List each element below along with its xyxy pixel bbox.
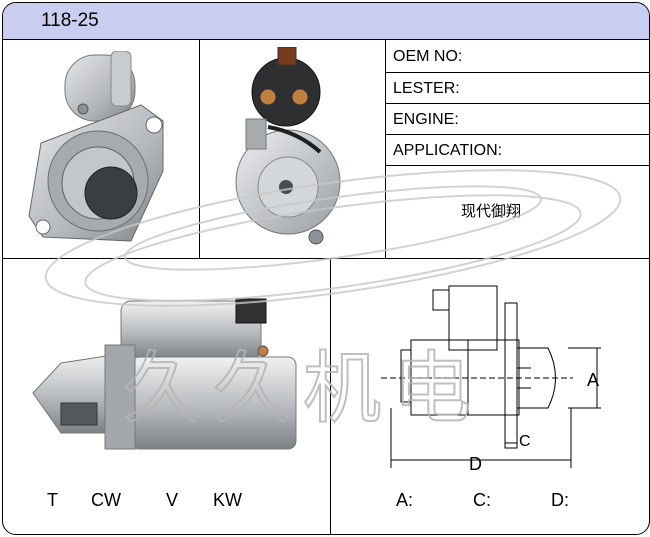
oem-label: OEM NO: — [393, 48, 463, 65]
divider — [330, 258, 331, 534]
header-bar: 118-25 — [3, 3, 649, 40]
spec-c: C: — [473, 490, 491, 510]
application-value: 现代御翔 — [461, 202, 522, 220]
lester-label: LESTER: — [393, 80, 460, 97]
dimension-drawing: A C D — [381, 285, 601, 473]
spec-d: D: — [551, 490, 569, 510]
divider — [385, 165, 649, 166]
part-code: 118-25 — [41, 10, 99, 31]
divider — [385, 103, 649, 104]
divider — [385, 134, 649, 135]
dim-a-label: A — [587, 370, 599, 390]
engine-label: ENGINE: — [393, 111, 459, 128]
spec-kw: KW — [213, 490, 242, 510]
application-label: APPLICATION: — [393, 142, 503, 159]
divider — [385, 72, 649, 73]
starter-side-photo — [32, 298, 297, 450]
dim-d-label: D — [469, 454, 482, 473]
spec-cw: CW — [91, 490, 121, 510]
spec-t: T — [47, 490, 58, 510]
spec-v: V — [166, 490, 179, 510]
divider — [385, 40, 386, 258]
divider — [199, 40, 200, 258]
starter-rear-photo — [235, 47, 341, 245]
dim-c-label: C — [519, 433, 531, 450]
spec-a: A: — [396, 490, 414, 510]
starter-front-photo — [28, 51, 164, 242]
divider — [3, 258, 649, 259]
